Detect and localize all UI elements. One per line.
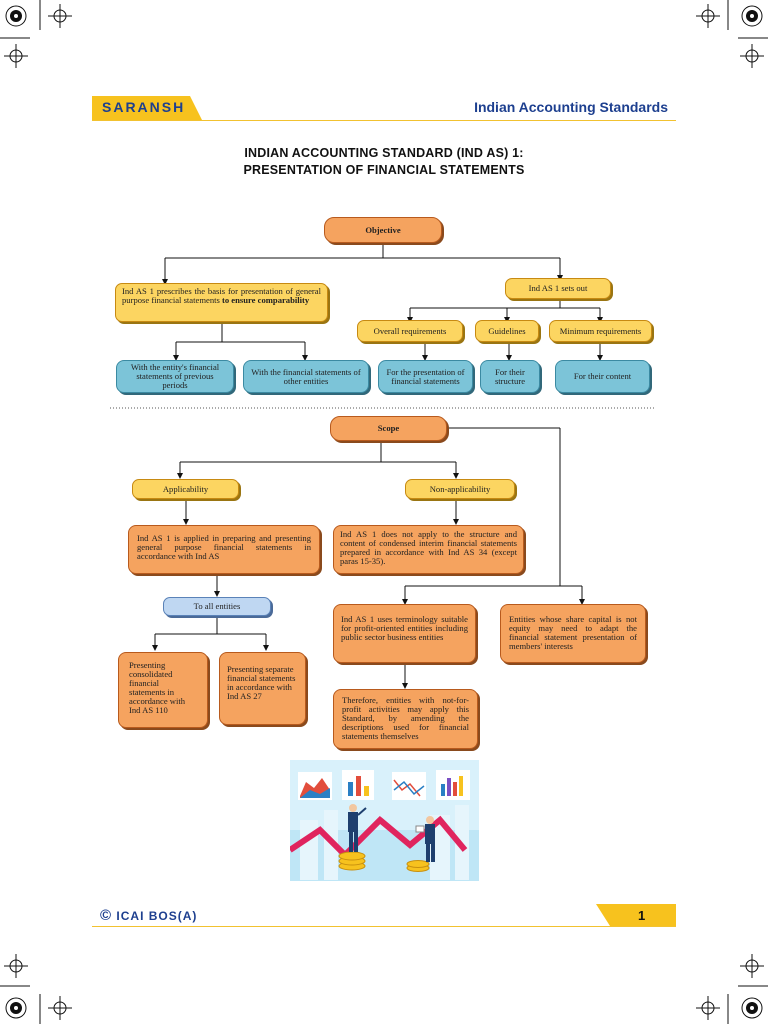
- chart-panel-icon: [298, 770, 470, 800]
- crosshair-icon: [740, 954, 764, 978]
- header-tag: SARANSH: [102, 99, 186, 115]
- not-for-profit-box: Therefore, entities with not-for-profit …: [333, 689, 478, 749]
- crosshair-icon: [48, 4, 72, 28]
- business-illustration: [290, 760, 479, 881]
- crosshair-icon: [4, 954, 28, 978]
- crosshair-icon: [48, 996, 72, 1020]
- footer-divider: [92, 926, 676, 927]
- basis-box: Ind AS 1 prescribes the basis for presen…: [115, 283, 328, 322]
- header-tag-shape: [92, 96, 202, 120]
- consolidated-box: Presenting consolidated financial statem…: [118, 652, 208, 728]
- page-number: 1: [638, 908, 646, 923]
- crosshair-icon: [740, 44, 764, 68]
- applicability-box: Applicability: [132, 479, 239, 499]
- sets-out-box: Ind AS 1 sets out: [505, 278, 611, 299]
- separate-box: Presenting separate financial statements…: [219, 652, 306, 725]
- basis-text: Ind AS 1 prescribes the basis for presen…: [122, 286, 321, 305]
- footer-page-tab: [596, 904, 676, 926]
- minimum-requirements-box: Minimum requirements: [549, 320, 652, 342]
- crosshair-icon: [4, 44, 28, 68]
- header-title: Indian Accounting Standards: [474, 99, 668, 115]
- objective-box: Objective: [324, 217, 442, 243]
- basis-text-bold: to ensure comparability: [222, 295, 310, 305]
- guidelines-box: Guidelines: [475, 320, 539, 342]
- overall-requirements-box: Overall requirements: [357, 320, 463, 342]
- presentation-box: For the presentation of financial statem…: [378, 360, 473, 393]
- header-divider: [92, 120, 676, 121]
- page-title-line1: INDIAN ACCOUNTING STANDARD (IND AS) 1:: [244, 146, 524, 160]
- content-box: For their content: [555, 360, 650, 393]
- registration-disc-icon: [5, 5, 763, 1019]
- structure-box: For their structure: [480, 360, 540, 393]
- footer-org: © ICAI BOS(A): [100, 907, 197, 924]
- coins-icon: [338, 851, 430, 872]
- scope-box: Scope: [330, 416, 447, 441]
- previous-periods-box: With the entity's financial statements o…: [116, 360, 234, 393]
- crosshair-icon: [696, 4, 720, 28]
- businessman-icon: [348, 804, 435, 862]
- terminology-box: Ind AS 1 uses terminology suitable for p…: [333, 604, 476, 663]
- not-apply-box: Ind AS 1 does not apply to the structure…: [333, 525, 524, 574]
- share-capital-box: Entities whose share capital is not equi…: [500, 604, 646, 663]
- copyright-icon: ©: [100, 907, 113, 924]
- applied-box: Ind AS 1 is applied in preparing and pre…: [128, 525, 320, 574]
- other-entities-box: With the financial statements of other e…: [243, 360, 369, 393]
- to-all-entities-box: To all entities: [163, 597, 271, 616]
- page-title-line2: PRESENTATION OF FINANCIAL STATEMENTS: [243, 163, 525, 177]
- non-applicability-box: Non-applicability: [405, 479, 515, 499]
- crosshair-icon: [696, 996, 720, 1020]
- footer-org-text: ICAI BOS(A): [116, 909, 198, 923]
